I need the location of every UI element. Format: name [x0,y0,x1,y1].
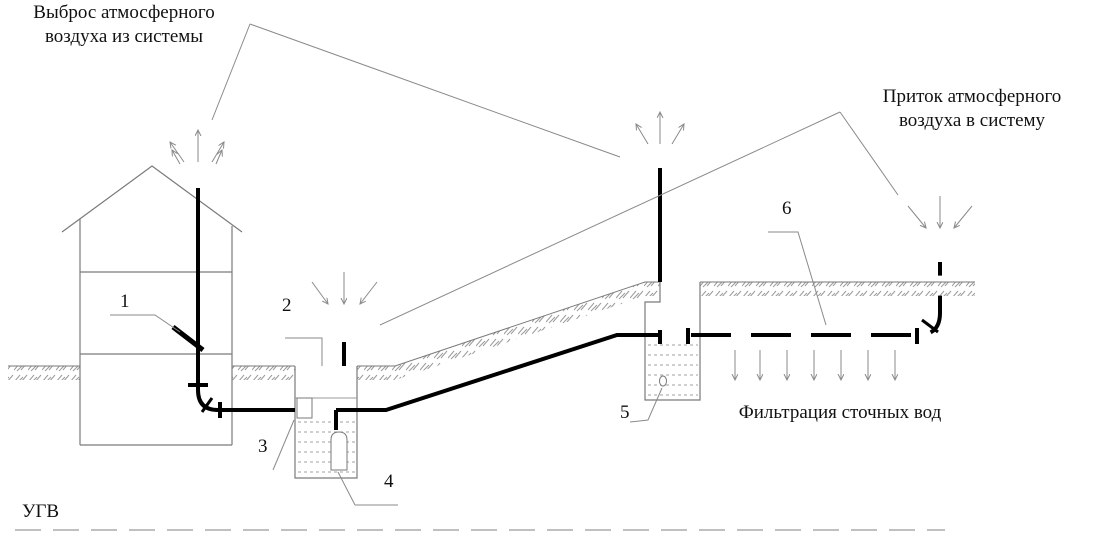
callout-3: 3 [258,436,268,457]
groundwater-label: УГВ [22,501,59,522]
element-4-float [330,431,348,471]
drainage-pipe [691,262,942,337]
house [61,165,243,446]
element-5-valve [659,375,667,387]
main-pipe [336,333,660,412]
filtration-label: Фильтрация сточных вод [739,402,942,423]
callout-4: 4 [384,471,394,492]
house-drain-pipe [196,188,295,412]
ground-surface [8,281,975,380]
callout-6: 6 [782,198,792,219]
inflow-label-line2: воздуха в систему [899,110,1046,131]
air-arrows [170,112,973,380]
element-3-box [296,397,313,419]
pipes [171,168,942,430]
inflow-label-line1: Приток атмосферного [883,86,1062,107]
exhaust-label-line2: воздуха из системы [45,26,203,47]
septic-tank [294,366,358,479]
callout-5: 5 [620,402,630,423]
callout-1: 1 [120,291,130,312]
leader-lines [110,23,899,506]
exhaust-label-line1: Выброс атмосферного [33,2,214,23]
filter-well [644,282,701,401]
filter-well-water [648,344,698,396]
callout-2: 2 [282,295,292,316]
